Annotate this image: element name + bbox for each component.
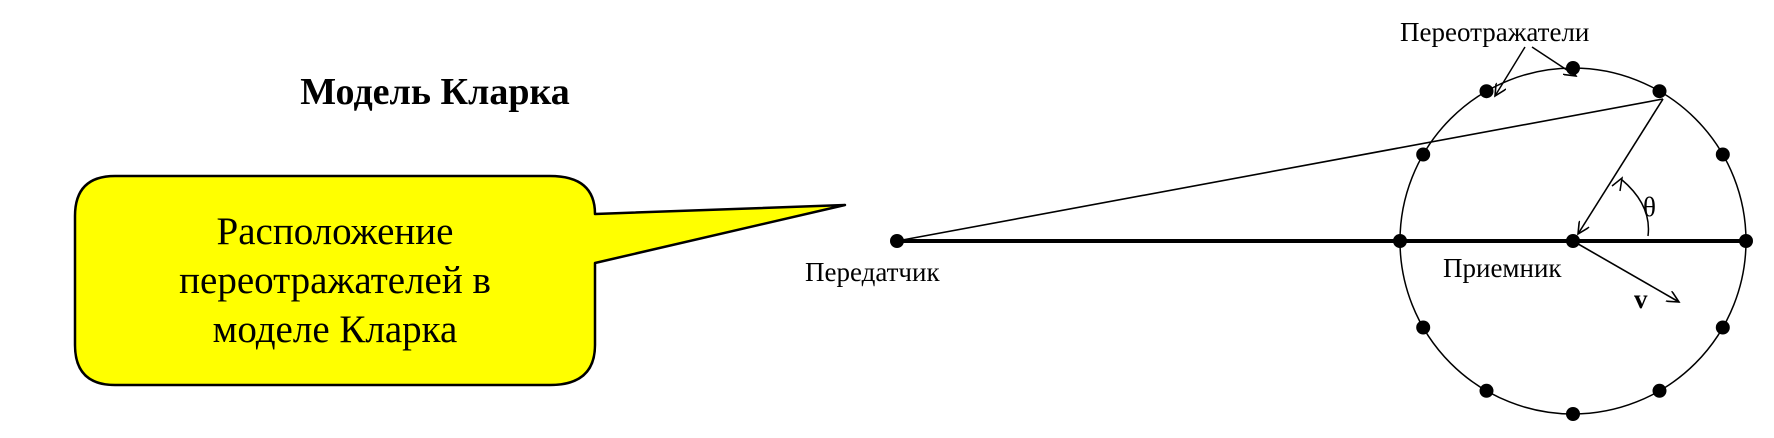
callout-line-1: Расположение bbox=[216, 209, 454, 253]
callout-line-2: переотражателей в bbox=[179, 258, 491, 302]
scatterer-dot bbox=[1652, 84, 1667, 99]
scatterer-dot bbox=[1739, 234, 1753, 248]
scatterer-dot bbox=[1393, 234, 1407, 248]
callout-text: Расположение переотражателей в моделе Кл… bbox=[75, 200, 595, 360]
scatterer-dot bbox=[1566, 407, 1580, 421]
transmitter-label: Передатчик bbox=[805, 257, 940, 287]
theta-arc-arrowhead bbox=[1611, 176, 1624, 192]
scatterer-dot bbox=[1416, 147, 1431, 162]
theta-arc bbox=[1620, 178, 1650, 237]
receiver-label: Приемник bbox=[1443, 253, 1562, 283]
velocity-vector bbox=[1572, 240, 1679, 302]
scattered-ray bbox=[1578, 98, 1664, 234]
slide-title: Модель Кларка bbox=[300, 71, 570, 113]
scatterer-dot bbox=[1715, 147, 1730, 162]
scatterer-dot bbox=[1479, 383, 1494, 398]
receiver-dot bbox=[1566, 234, 1580, 248]
scatterer-dot bbox=[1566, 61, 1580, 75]
callout-line-3: моделе Кларка bbox=[212, 307, 458, 351]
scatterer-dot bbox=[1715, 320, 1730, 335]
scatterer-dot bbox=[1416, 320, 1431, 335]
theta-label: θ bbox=[1643, 192, 1656, 222]
velocity-label: v bbox=[1634, 284, 1648, 314]
scatterer-dot bbox=[1652, 383, 1667, 398]
scatterers-label: Переотражатели bbox=[1400, 17, 1589, 47]
scatterer-pointer-left bbox=[1495, 46, 1526, 96]
scatterer-dot bbox=[1479, 84, 1494, 99]
incident-ray bbox=[896, 98, 1664, 242]
scatterers-group bbox=[1393, 61, 1753, 421]
transmitter-dot bbox=[890, 234, 904, 248]
callout-bubble bbox=[73, 174, 847, 387]
